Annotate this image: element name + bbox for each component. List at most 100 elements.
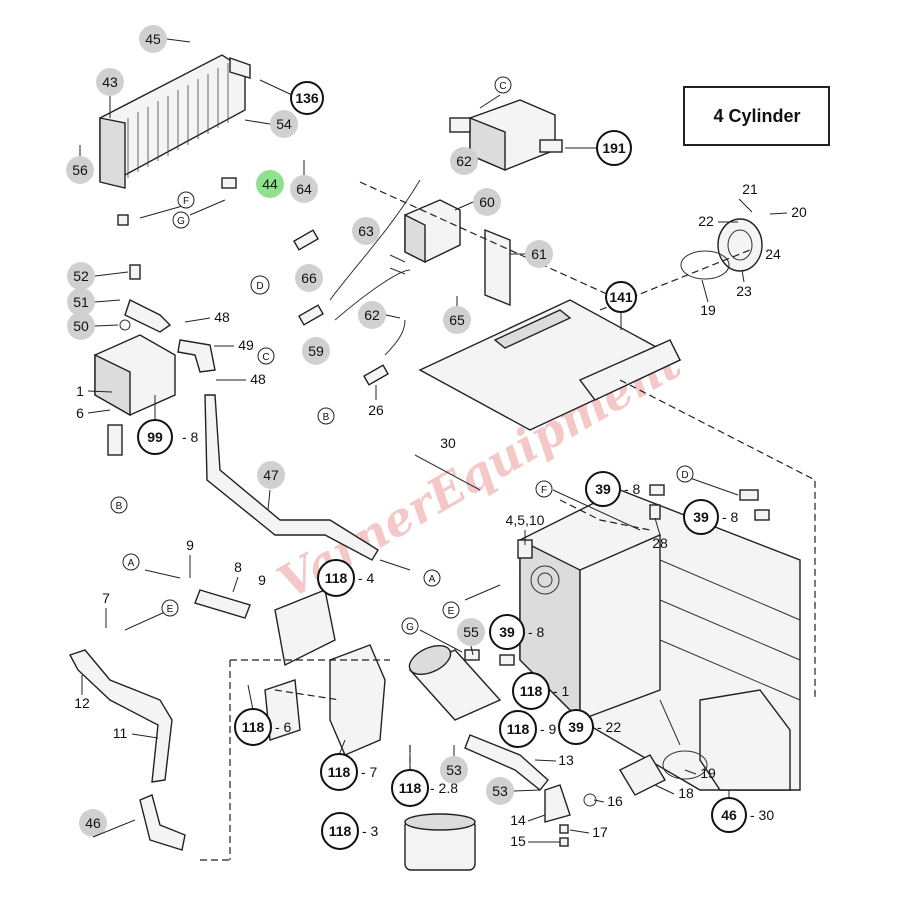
svg-text:39: 39	[693, 509, 709, 525]
svg-text:39: 39	[499, 624, 515, 640]
svg-text:F: F	[541, 485, 547, 496]
svg-text:44: 44	[262, 176, 278, 192]
svg-text:53: 53	[492, 783, 508, 799]
callout-48a: 48	[214, 309, 230, 325]
svg-text:55: 55	[463, 624, 479, 640]
callout-47: 47	[257, 461, 285, 489]
svg-text:- 8: - 8	[624, 481, 641, 497]
svg-text:G: G	[177, 216, 185, 227]
callout-15: 15	[510, 833, 526, 849]
svg-text:118: 118	[325, 570, 348, 586]
ref-A2: A	[423, 569, 441, 587]
svg-text:45: 45	[145, 31, 161, 47]
callout-28: 28	[652, 535, 668, 551]
filter-118-1	[408, 644, 502, 721]
svg-text:63: 63	[358, 223, 374, 239]
ref-F2: F	[535, 480, 553, 498]
svg-text:- 8: - 8	[182, 429, 199, 445]
reference-letters: C F G D C B B D F A A E E G	[110, 76, 694, 635]
callout-17: 17	[592, 824, 608, 840]
callout-9a: 9	[186, 537, 194, 553]
callout-141: 141	[605, 281, 637, 330]
callout-20: 20	[791, 204, 807, 220]
svg-text:99: 99	[147, 429, 163, 445]
valve-body	[449, 99, 563, 172]
svg-text:G: G	[406, 622, 414, 633]
svg-text:- 4: - 4	[358, 570, 375, 586]
callout-118-7: 118 - 7	[320, 739, 378, 791]
circled-callouts: 136 191 141 99 - 8 39 - 8 39 - 8	[137, 79, 774, 850]
callout-7: 7	[102, 590, 110, 606]
callout-50: 50	[67, 312, 95, 340]
svg-text:- 3: - 3	[362, 823, 379, 839]
svg-text:F: F	[183, 196, 189, 207]
callout-21: 21	[742, 181, 758, 197]
svg-text:39: 39	[568, 719, 584, 735]
svg-text:47: 47	[263, 467, 279, 483]
ref-E1: E	[161, 599, 179, 617]
svg-text:118: 118	[507, 721, 530, 737]
svg-text:- 6: - 6	[275, 719, 292, 735]
misc-leaders	[79, 38, 788, 843]
svg-text:51: 51	[73, 294, 89, 310]
svg-text:52: 52	[73, 268, 89, 284]
callout-118-9: 118 - 9	[499, 710, 557, 748]
callout-61: 61	[525, 240, 553, 268]
svg-text:118: 118	[329, 823, 352, 839]
callout-136: 136	[259, 79, 324, 115]
ref-D1: D	[250, 275, 270, 295]
svg-text:118: 118	[399, 780, 422, 796]
callout-19a: 19	[700, 302, 716, 318]
svg-text:54: 54	[276, 116, 292, 132]
callout-11: 11	[113, 725, 128, 741]
callout-66: 66	[295, 264, 323, 292]
callout-6: 6	[76, 405, 84, 421]
oil-cooler	[99, 54, 251, 189]
svg-text:43: 43	[102, 74, 118, 90]
callout-118-3: 118 - 3	[321, 812, 379, 850]
svg-text:- 1: - 1	[553, 683, 570, 699]
ref-B1: B	[317, 407, 335, 425]
ref-arrows	[124, 94, 739, 653]
ref-G2: G	[401, 617, 419, 635]
svg-text:56: 56	[72, 162, 88, 178]
svg-text:- 8: - 8	[528, 624, 545, 640]
callout-53b: 53	[486, 777, 514, 805]
callout-55: 55	[457, 618, 485, 646]
callout-13: 13	[558, 752, 574, 768]
callout-18: 18	[678, 785, 694, 801]
actuator-23	[680, 218, 763, 280]
ref-F1: F	[177, 191, 195, 209]
callout-48b: 48	[250, 371, 266, 387]
control-valve	[389, 199, 461, 275]
callout-labels: 45 43 54 56 44 64 62 60 63 61 66 52 51 5…	[66, 25, 807, 849]
callout-1: 1	[76, 383, 84, 399]
svg-text:D: D	[256, 281, 263, 292]
ref-C2: C	[257, 347, 275, 365]
bracket-plate	[418, 228, 682, 431]
svg-text:- 9: - 9	[540, 721, 557, 737]
svg-text:E: E	[167, 604, 174, 615]
callout-16: 16	[607, 793, 623, 809]
hoses	[68, 299, 571, 851]
svg-text:64: 64	[296, 181, 312, 197]
title-box: 4 Cylinder	[683, 86, 830, 146]
svg-text:60: 60	[479, 194, 495, 210]
svg-text:141: 141	[609, 289, 633, 305]
ref-E2: E	[442, 601, 460, 619]
svg-text:- 22: - 22	[597, 719, 621, 735]
callout-30: 30	[440, 435, 456, 451]
callout-39c: 39 - 8	[489, 614, 545, 650]
callout-51: 51	[67, 288, 95, 316]
callout-60: 60	[473, 188, 501, 216]
callout-64: 64	[290, 175, 318, 203]
svg-text:46: 46	[721, 807, 737, 823]
callout-4510: 4,5,10	[506, 512, 545, 528]
callout-118-28: 118 - 2.8	[391, 750, 458, 807]
callout-39a: 39 - 8	[585, 471, 641, 507]
fittings	[107, 177, 770, 847]
svg-text:53: 53	[446, 762, 462, 778]
callout-19b: 19	[700, 765, 716, 781]
callout-24: 24	[765, 246, 781, 262]
